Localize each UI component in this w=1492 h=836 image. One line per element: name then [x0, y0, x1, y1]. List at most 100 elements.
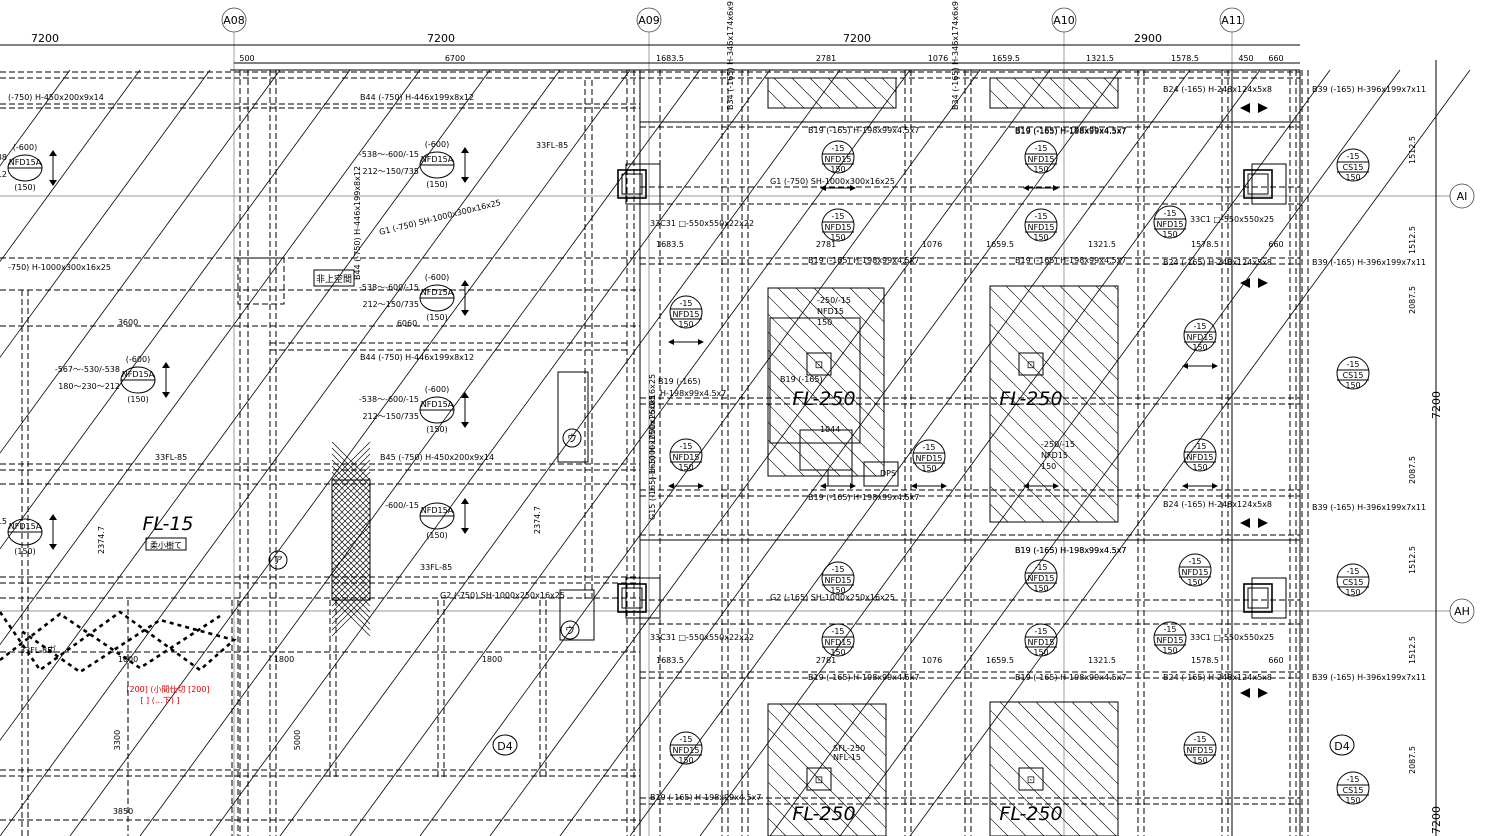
circle-tag-code: NFD15: [825, 638, 852, 647]
level-tag-top: (-600): [13, 143, 37, 152]
level-tag-top: (-600): [425, 140, 449, 149]
circle-tag-level: -15: [1034, 144, 1047, 153]
arrow-head: [1182, 363, 1188, 369]
arrow-head: [461, 147, 469, 153]
hatch-line: [990, 817, 1009, 836]
hatch-line: [768, 385, 859, 476]
hatch-line: [990, 709, 1117, 836]
room-tag-box: [145, 537, 187, 551]
level-tag-code: NFD15A: [122, 370, 155, 379]
arrow-head: [911, 483, 917, 489]
beam-label: 33C1 □-550x550x25: [1190, 633, 1274, 642]
hatch-line: [990, 323, 1118, 453]
small-dimension: 1659.5: [986, 656, 1014, 665]
crosshatch-line: [331, 507, 371, 547]
small-dimension: 660: [1268, 54, 1283, 63]
hatch-line: [1162, 702, 1296, 836]
circle-tag: [1336, 771, 1370, 805]
shaft-outline: [557, 371, 589, 463]
hatch-line: [990, 305, 1118, 435]
hatch-line: [831, 288, 884, 341]
beam-label: B19 (-165) H-198x99x4.5x7: [808, 126, 920, 135]
hatch-line: [791, 78, 823, 108]
hatch-line: [990, 377, 1118, 507]
circle-tag: [912, 439, 946, 473]
column-inner: [1247, 173, 1269, 195]
hatch-line: [768, 799, 805, 836]
crosshatch-line: [331, 453, 371, 493]
hatch-zone: [767, 287, 885, 477]
arrow-head: [461, 422, 469, 428]
hatch-line: [990, 467, 1045, 522]
arrow-head: [1212, 363, 1218, 369]
beam-label: B44 (-750) H-446x199x8x12: [360, 353, 474, 362]
arrow-head: [1182, 483, 1188, 489]
plan-linework: [0, 7, 1475, 836]
crosshatch-line: [331, 555, 371, 595]
red-note: [ ] (…下) ]: [140, 696, 179, 705]
circle-tag-thickness: 150: [1033, 165, 1048, 174]
beam-label: 33FL-85: [420, 563, 452, 572]
circle-tag-level: -15: [1346, 360, 1359, 369]
slope-line: [0, 69, 281, 454]
arrow-head: [820, 483, 826, 489]
level-tag-mid: -530～-538: [0, 153, 7, 162]
level-tag-code: NFD15A: [9, 522, 42, 531]
circle-tag-level: -15: [1163, 209, 1176, 218]
arrow-head: [461, 498, 469, 504]
beam-label: B44 (-750) H-446x199x8x12: [353, 166, 362, 280]
slope-line: [69, 69, 631, 836]
hatch-line: [768, 349, 884, 467]
circle-tag-level: -15: [1346, 152, 1359, 161]
drain-symbol: [806, 767, 832, 791]
level-tag-paren: (150): [426, 313, 448, 322]
beam-label: B19 (-165): [780, 375, 823, 384]
crosshatch-line: [331, 537, 371, 577]
small-dimension: 1512.5: [1408, 636, 1417, 664]
beam-label: -250/-15: [1041, 440, 1075, 449]
small-dimension: 1076: [928, 54, 948, 63]
hatch-line: [768, 89, 787, 108]
small-dimension: 660: [1268, 656, 1283, 665]
small-dimension: 2374.7: [533, 506, 542, 534]
circle-tag-code: NFD15: [1187, 333, 1214, 342]
circle-tag-level: -15: [831, 212, 844, 221]
circle-tag-code: NFD15: [825, 223, 852, 232]
hatch-line: [1066, 288, 1254, 476]
beam-label: B19 (-165) H-198x99x4.5x7: [1015, 127, 1127, 136]
hatch-line: [869, 704, 886, 721]
beam-label: B24 (-165) H-248x124x5x8: [1163, 258, 1272, 267]
crosshatch-line: [331, 579, 371, 619]
level-tag-code: NFD15A: [9, 158, 42, 167]
beam-label: G1 (-750) SH-1000x300x16x25: [770, 177, 895, 186]
circle-tag: [1153, 205, 1187, 239]
small-dimension: 6060: [397, 319, 417, 328]
room-tag: 柔小樹て: [150, 540, 182, 550]
crosshatch-line: [331, 531, 371, 571]
circle-tag: [1183, 731, 1217, 765]
circle-tag: [1024, 623, 1058, 657]
hatch-line: [990, 395, 1117, 522]
circle-tag: [1024, 140, 1058, 174]
slope-line: [0, 69, 351, 550]
hatch-line: [773, 78, 805, 108]
level-tag-code: NFD15A: [421, 400, 454, 409]
column: [1243, 169, 1273, 199]
room-tag-box: [313, 269, 355, 287]
level-tag-code: NFD15A: [421, 288, 454, 297]
circle-tag-code: NFD15: [673, 310, 700, 319]
hatch-group: [768, 78, 896, 108]
grid-bubble: [1449, 598, 1475, 624]
circle-tag-thickness: 150: [1162, 646, 1177, 655]
circle-tag-code: NFD15: [1028, 223, 1055, 232]
level-tag-bottom: 212～150/735: [362, 167, 419, 176]
crosshatch-line: [331, 567, 371, 607]
hatch-group: [990, 78, 1118, 108]
hatch-line: [768, 439, 805, 476]
column-plate: [625, 577, 661, 619]
crosshatch-line: [331, 471, 371, 511]
crosshatch-line: [331, 495, 371, 535]
span-dimension: 2900: [1134, 32, 1162, 45]
